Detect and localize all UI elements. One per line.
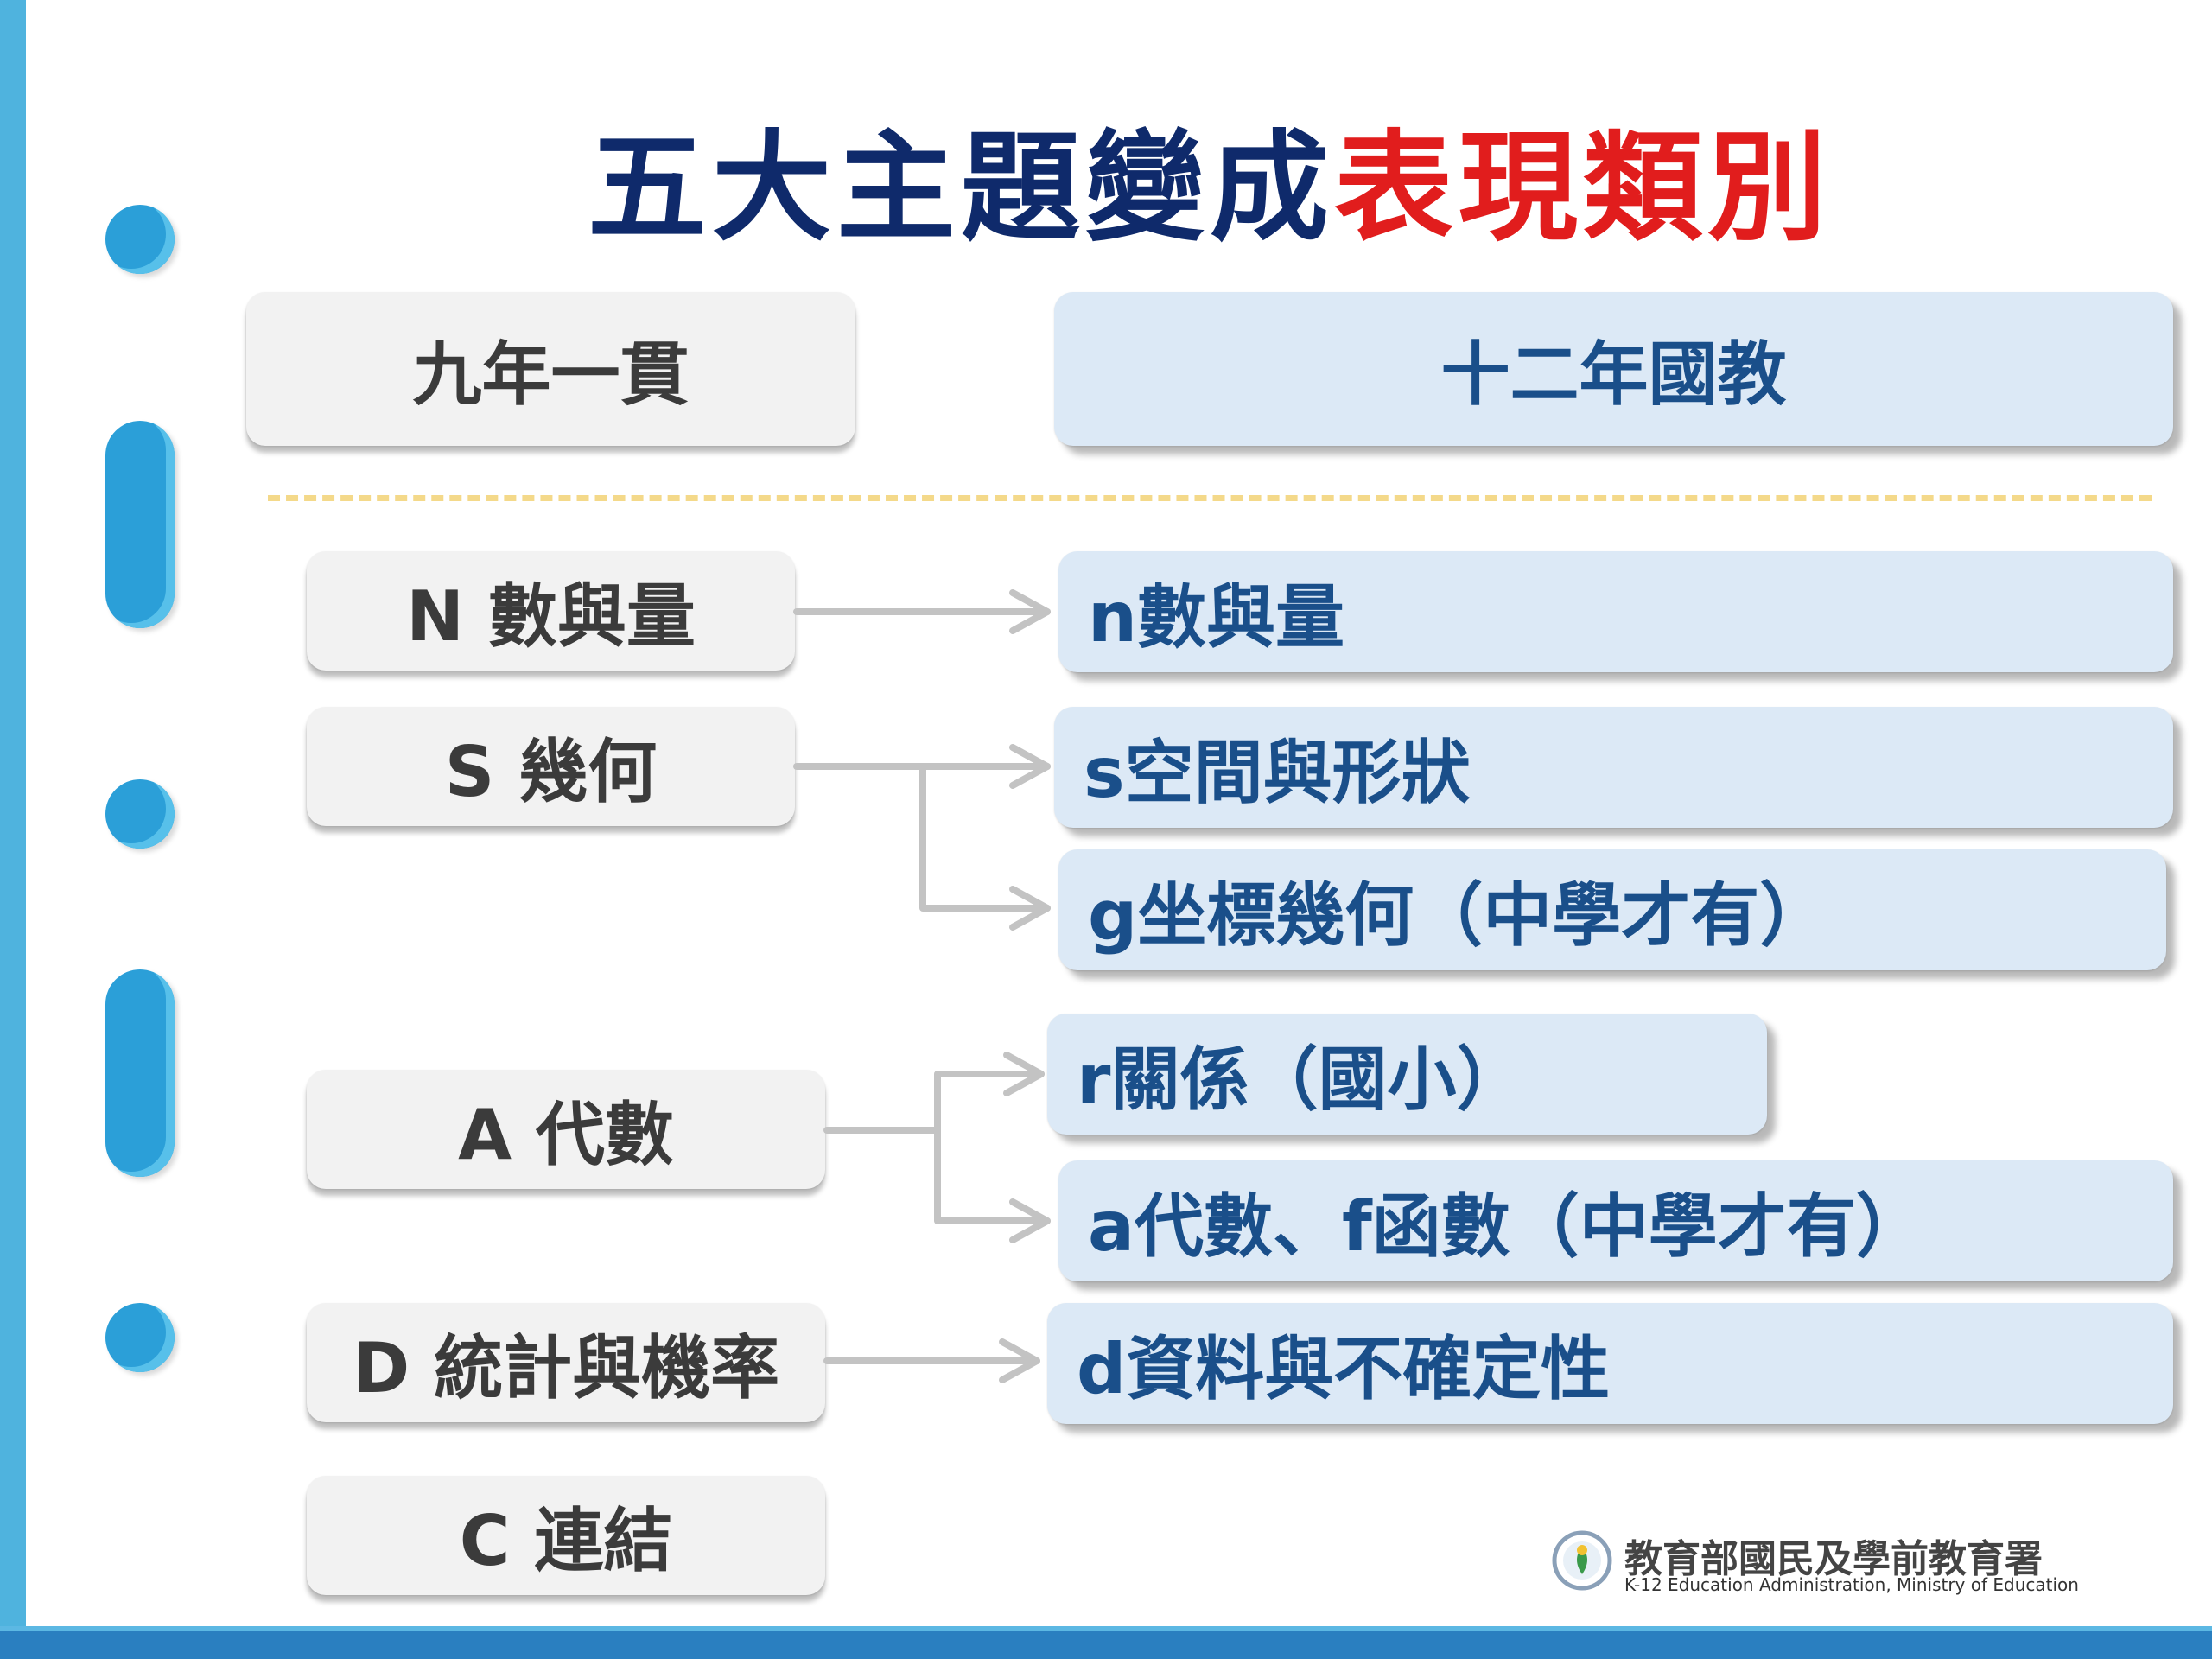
new-category-g: g坐標幾何（中學才有） <box>1058 849 2166 970</box>
binder-hole <box>105 1303 175 1372</box>
old-topic-number: N 數與量 <box>307 551 795 671</box>
arrow-a-f <box>934 1127 1051 1224</box>
new-category-a-f: a代數、f函數（中學才有） <box>1058 1160 2173 1281</box>
bottom-accent-bar <box>0 1626 2212 1659</box>
left-accent-bar <box>0 0 26 1659</box>
binder-hole <box>105 779 175 849</box>
header-twelve-year: 十二年國教 <box>1054 292 2173 446</box>
arrowhead-g <box>1009 886 1051 931</box>
ministry-name-zh: 教育部國民及學前教育署 <box>1624 1537 2043 1581</box>
old-topic-geometry: S 幾何 <box>307 707 795 826</box>
binder-slot <box>105 421 175 628</box>
header-nine-year: 九年一貫 <box>246 292 855 446</box>
new-category-d: d資料與不確定性 <box>1047 1303 2173 1424</box>
new-category-n: n數與量 <box>1058 551 2173 672</box>
ministry-name-en: K-12 Education Administration, Ministry … <box>1624 1574 2079 1595</box>
binder-hole <box>105 205 175 274</box>
old-topic-connection: C 連結 <box>307 1476 825 1595</box>
arrow-r <box>934 1071 1045 1134</box>
title-part-b: 表現類別 <box>1334 118 1833 257</box>
arrowhead-s <box>1009 744 1051 789</box>
old-topic-statistics: D 統計與機率 <box>307 1303 825 1422</box>
binder-slot <box>105 969 175 1177</box>
page-title: 五大主題變成表現類別 <box>0 91 2212 264</box>
dashed-divider <box>268 495 2152 501</box>
title-part-a: 五大主題變成 <box>587 118 1334 257</box>
arrowhead-d <box>999 1338 1040 1383</box>
new-category-s: s空間與形狀 <box>1054 707 2173 828</box>
new-category-r: r關係（國小） <box>1047 1014 1767 1135</box>
ministry-logo-icon <box>1552 1530 1612 1591</box>
arrowhead-r <box>1003 1052 1045 1096</box>
arrowhead-a-f <box>1009 1198 1051 1243</box>
old-topic-algebra: A 代數 <box>307 1070 825 1189</box>
arrowhead-n <box>1009 589 1051 634</box>
arrow-g <box>919 763 1051 912</box>
